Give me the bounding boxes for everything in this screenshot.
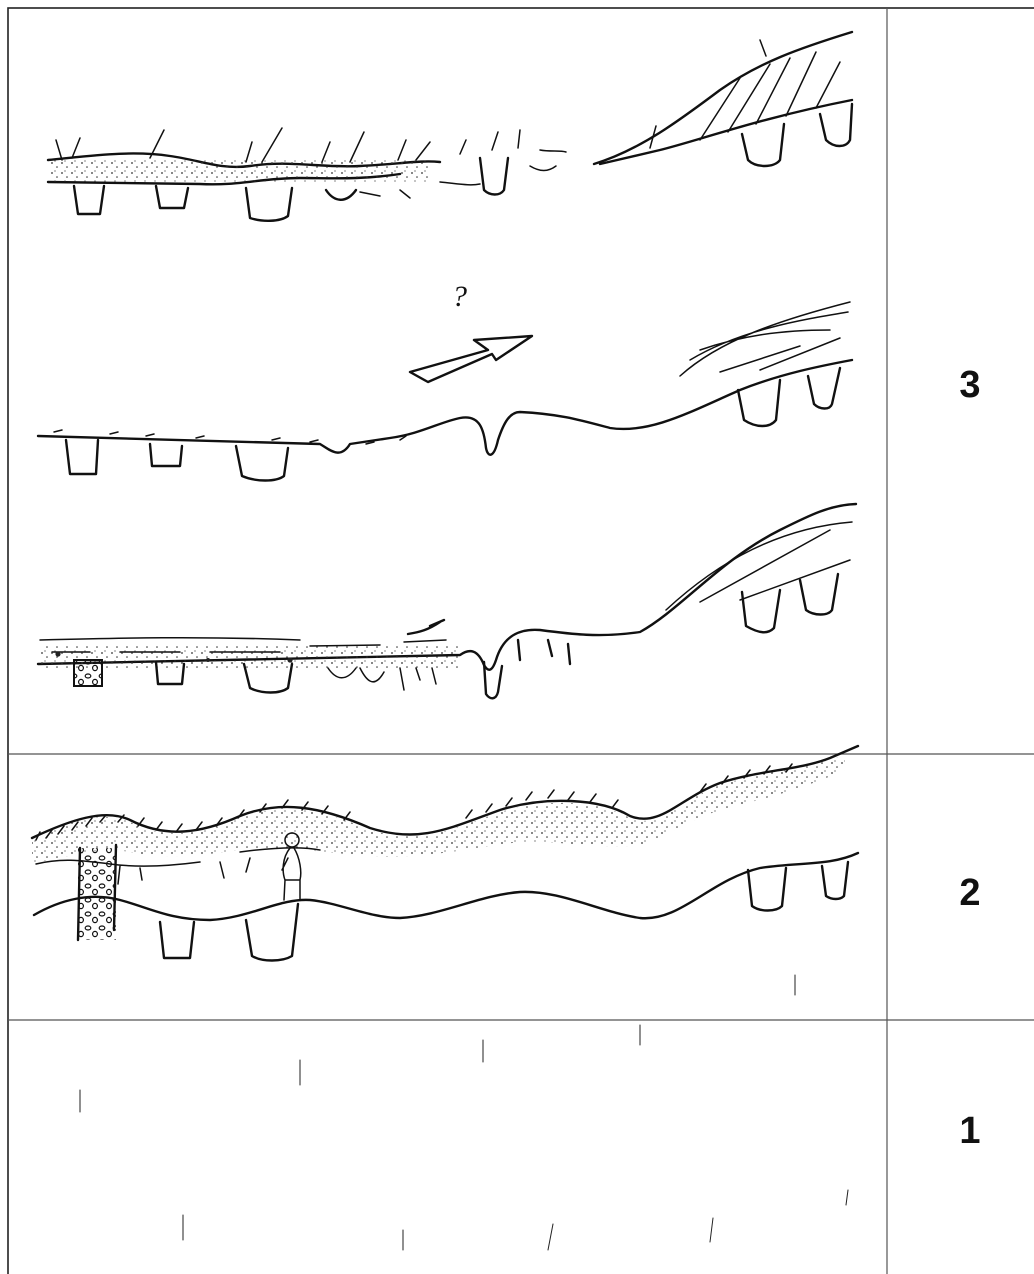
pit-right-2	[820, 860, 850, 901]
phase-3-lower-drawing	[36, 502, 858, 700]
phase-2-drawing	[32, 832, 860, 962]
transport-arrow	[408, 334, 534, 384]
pit-right-1	[746, 866, 788, 912]
phase-3-middle-drawing: ?	[36, 280, 854, 482]
pit-stones-lower	[73, 659, 103, 687]
phase-label-3: 3	[959, 364, 980, 406]
pit-hatched	[244, 902, 300, 962]
pit-empty	[158, 920, 196, 960]
ground-surface-phase-2	[32, 851, 860, 922]
question-mark: ?	[452, 280, 467, 313]
soil-body	[32, 755, 845, 862]
phase-label-2: 2	[959, 872, 980, 914]
post-pillar	[78, 848, 116, 940]
phase-label-1: 1	[959, 1110, 980, 1152]
phase-1-drawing	[30, 744, 860, 1251]
phase-3-upper-drawing	[46, 30, 854, 222]
table-frame	[7, 7, 1034, 1274]
person-figure	[281, 832, 302, 901]
